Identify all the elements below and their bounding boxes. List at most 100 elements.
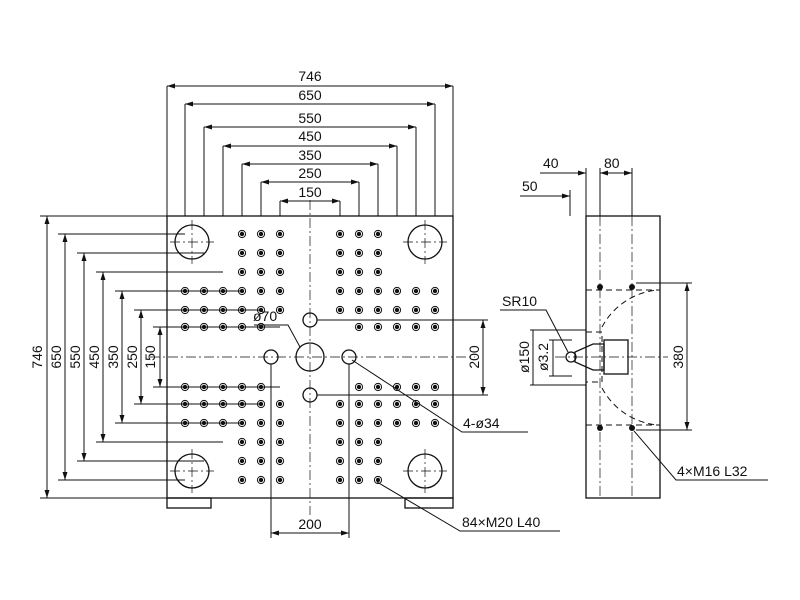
- thread-hole-core: [337, 250, 343, 256]
- thread-hole: [335, 229, 345, 239]
- thread-hole-core: [356, 288, 362, 294]
- thread-hole: [354, 418, 364, 428]
- thread-hole: [354, 322, 364, 332]
- dim-left-746: 746: [29, 345, 45, 369]
- thread-hole-core: [258, 458, 264, 464]
- center-hole-callout: ø70: [253, 308, 301, 348]
- thread-hole-core: [356, 458, 362, 464]
- thread-hole-core: [356, 269, 362, 275]
- thread-hole: [373, 229, 383, 239]
- thread-hole-core: [375, 288, 381, 294]
- thread-hole-core: [239, 250, 245, 256]
- thread-hole-core: [258, 439, 264, 445]
- dim-left-250: 250: [124, 345, 140, 369]
- thread-hole-core: [239, 458, 245, 464]
- thread-hole: [256, 248, 266, 258]
- thread-hole-core: [413, 384, 419, 390]
- side-left-dimensions: ø150 ø3.2: [516, 329, 586, 386]
- thread-hole: [354, 456, 364, 466]
- thread-hole: [354, 437, 364, 447]
- dim-top-250: 250: [298, 165, 322, 181]
- thread-hole-core: [356, 250, 362, 256]
- thread-hole-core: [258, 269, 264, 275]
- thread-hole: [373, 322, 383, 332]
- thread-hole: [275, 456, 285, 466]
- thread-hole-core: [375, 477, 381, 483]
- thread-hole: [275, 437, 285, 447]
- thread-hole-core: [277, 307, 283, 313]
- dim-top-150: 150: [298, 184, 322, 200]
- thread-hole: [392, 286, 402, 296]
- thread-hole-core: [337, 458, 343, 464]
- thread-hole-core: [337, 307, 343, 313]
- thread-hole-core: [394, 401, 400, 407]
- thread-hole-core: [356, 384, 362, 390]
- dim-side-380: 380: [670, 345, 686, 369]
- thread-hole-core: [258, 231, 264, 237]
- thread-hole-core: [394, 307, 400, 313]
- thread-hole-core: [432, 384, 438, 390]
- thread-hole-core: [277, 250, 283, 256]
- thread-hole: [275, 399, 285, 409]
- thread-hole-core: [337, 288, 343, 294]
- side-holes-label: 4-ø34: [463, 415, 500, 431]
- thread-hole-core: [394, 324, 400, 330]
- thread-hole: [373, 437, 383, 447]
- thread-hole-core: [394, 384, 400, 390]
- thread-hole-core: [432, 420, 438, 426]
- thread-hole: [256, 286, 266, 296]
- thread-hole: [430, 399, 440, 409]
- thread-hole-core: [394, 288, 400, 294]
- thread-hole: [256, 456, 266, 466]
- thread-hole: [373, 248, 383, 258]
- thread-hole: [354, 399, 364, 409]
- dim-left-450: 450: [86, 345, 102, 369]
- thread-hole: [430, 305, 440, 315]
- thread-hole-core: [413, 420, 419, 426]
- thread-hole-core: [432, 401, 438, 407]
- thread-hole-core: [432, 288, 438, 294]
- thread-hole: [237, 248, 247, 258]
- thread-hole-core: [413, 324, 419, 330]
- thread-hole: [256, 437, 266, 447]
- thread-hole: [237, 475, 247, 485]
- dim-left-550: 550: [67, 345, 83, 369]
- thread-hole-core: [432, 324, 438, 330]
- dim-top-746: 746: [298, 68, 322, 84]
- side-top-dimensions: 40 80 50: [520, 155, 633, 216]
- thread-hole: [354, 229, 364, 239]
- platen-foot-left: [166, 497, 212, 509]
- thread-hole-core: [356, 324, 362, 330]
- thread-hole-core: [356, 307, 362, 313]
- thread-hole-core: [277, 288, 283, 294]
- dim-top-450: 450: [298, 128, 322, 144]
- thread-hole-core: [375, 458, 381, 464]
- center-hole: [295, 342, 325, 372]
- dim-side-50: 50: [522, 178, 538, 194]
- thread-hole: [411, 382, 421, 392]
- dim-left-350: 350: [105, 345, 121, 369]
- top-dimensions: 746 650 550 450 350 250 150: [166, 68, 454, 216]
- dim-side-40: 40: [543, 155, 559, 171]
- side-arc-hidden: [601, 289, 659, 426]
- side-thread-callout: 4×M16 L32: [633, 430, 768, 481]
- side-view: 40 80 50 SR10 ø150 ø3.2 380 4×M16 L32: [500, 155, 768, 499]
- thread-hole: [275, 305, 285, 315]
- thread-hole-core: [337, 477, 343, 483]
- thread-hole: [354, 475, 364, 485]
- thread-hole-core: [277, 420, 283, 426]
- thread-hole: [373, 475, 383, 485]
- thread-hole-core: [258, 288, 264, 294]
- thread-hole: [237, 456, 247, 466]
- dim-top-550: 550: [298, 110, 322, 126]
- thread-hole-core: [277, 231, 283, 237]
- thread-hole-core: [375, 269, 381, 275]
- thread-hole: [275, 229, 285, 239]
- thread-hole: [335, 456, 345, 466]
- thread-hole: [430, 322, 440, 332]
- dia-3-2-label: ø3.2: [535, 343, 551, 371]
- platen-foot-right: [404, 497, 454, 509]
- thread-hole-core: [356, 401, 362, 407]
- thread-hole: [373, 382, 383, 392]
